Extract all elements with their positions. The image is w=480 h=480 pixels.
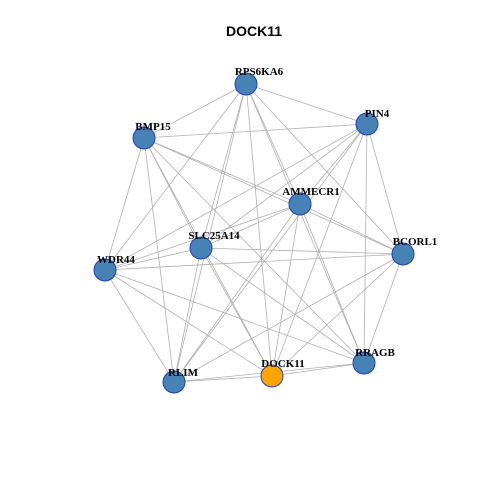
edge-bcorl1-rragb [363,253,404,364]
edge-ammecr1-rlim [173,203,301,383]
edge-rps6ka6-wdr44 [104,83,247,271]
node-layer [93,72,415,394]
node-slc25a14[interactable] [189,236,213,260]
edge-pin4-bcorl1 [366,123,404,255]
edge-dock11-rlim [173,375,273,383]
node-label-bmp15: BMP15 [135,121,171,133]
node-label-rlim: RLIM [168,367,199,379]
edge-layer [104,83,404,383]
edge-pin4-slc25a14 [200,123,368,249]
node-ammecr1[interactable] [288,192,312,216]
edge-slc25a14-bcorl1 [200,247,404,255]
edge-ammecr1-dock11 [271,203,301,377]
edge-pin4-rlim [173,123,368,383]
node-rragb[interactable] [352,351,376,375]
edge-pin4-bmp15 [143,123,368,139]
edge-slc25a14-rragb [200,247,365,364]
edge-bcorl1-wdr44 [104,253,404,271]
graph-title: DOCK11 [226,23,282,39]
edge-pin4-dock11 [271,123,368,377]
edge-slc25a14-rlim [173,247,202,383]
edge-pin4-ammecr1 [299,123,368,205]
node-bmp15[interactable] [132,126,156,150]
edge-bmp15-ammecr1 [143,137,301,205]
edge-rps6ka6-bmp15 [143,83,247,139]
edge-ammecr1-bcorl1 [299,203,404,255]
edge-ammecr1-rragb [299,203,365,364]
node-label-rps6ka6: RPS6KA6 [235,66,284,78]
edge-bcorl1-rlim [173,253,404,383]
edge-wdr44-rlim [104,269,175,383]
edge-bcorl1-dock11 [271,253,404,377]
node-label-rragb: RRAGB [355,347,395,359]
edge-ammecr1-slc25a14 [200,203,301,249]
edge-rps6ka6-slc25a14 [200,83,247,249]
edge-pin4-wdr44 [104,123,368,271]
edge-bmp15-wdr44 [104,137,145,271]
node-bcorl1[interactable] [391,242,415,266]
edge-bmp15-rlim [143,137,175,383]
edge-slc25a14-wdr44 [104,247,202,271]
node-label-dock11: DOCK11 [261,358,304,370]
edge-rps6ka6-pin4 [245,83,368,125]
edge-rps6ka6-dock11 [245,83,273,377]
edge-rps6ka6-rlim [173,83,247,383]
edge-bmp15-bcorl1 [143,137,404,255]
node-pin4[interactable] [355,112,379,136]
node-wdr44[interactable] [93,258,117,282]
edge-rragb-dock11 [271,362,365,377]
node-label-slc25a14: SLC25A14 [188,230,240,242]
edge-wdr44-rragb [104,269,365,364]
edge-rps6ka6-bcorl1 [245,83,404,255]
node-label-ammecr1: AMMECR1 [282,186,339,198]
edge-rps6ka6-ammecr1 [245,83,301,205]
edge-slc25a14-dock11 [200,247,273,377]
node-label-wdr44: WDR44 [97,254,135,266]
edge-bmp15-rragb [143,137,365,364]
node-label-pin4: PIN4 [365,108,390,120]
node-rps6ka6[interactable] [234,72,258,96]
edge-pin4-rragb [363,123,368,364]
node-dock11[interactable] [260,364,284,388]
node-rlim[interactable] [162,370,186,394]
node-label-bcorl1: BCORL1 [393,236,438,248]
edge-wdr44-dock11 [104,269,273,377]
